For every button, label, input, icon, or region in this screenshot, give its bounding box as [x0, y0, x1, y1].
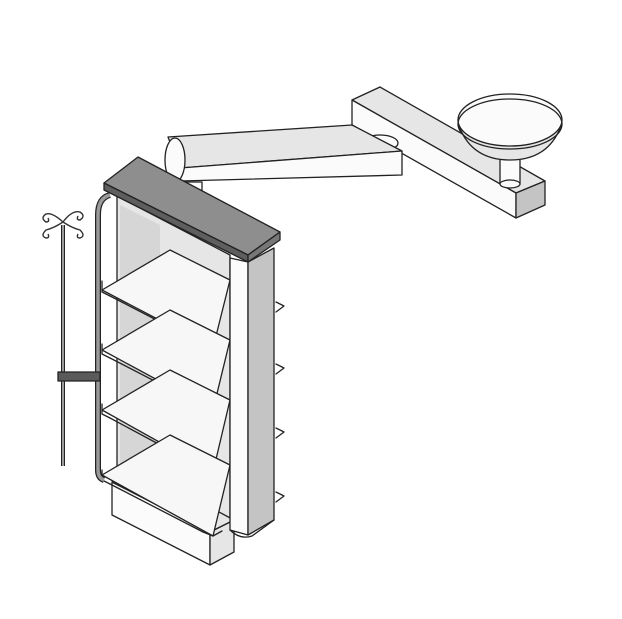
right-brackets — [275, 301, 285, 503]
lamp-head — [457, 93, 563, 161]
shelf-2-rail-left — [101, 343, 111, 359]
iv-hooks — [42, 211, 84, 239]
shelves — [101, 249, 231, 537]
iv-hook-lower-right — [62, 221, 84, 239]
pillar-front — [229, 257, 249, 536]
first-arm-segment — [164, 124, 403, 183]
column-top-slab — [103, 156, 281, 263]
iv-pole — [42, 192, 111, 483]
second-arm-end — [515, 180, 546, 219]
supply-column — [101, 156, 285, 566]
iv-hook-upper-right — [62, 211, 84, 223]
iv-rail-outline — [95, 192, 111, 483]
iv-hook-lower-left — [42, 221, 64, 239]
shelf-3-rail-left — [101, 403, 111, 419]
shelf-4-front-edge — [109, 483, 204, 533]
iv-pole-clamp — [57, 371, 101, 382]
boom-arm-assembly — [164, 86, 563, 219]
second-arm-segment — [351, 86, 546, 219]
lamp-dish-rim — [457, 98, 563, 150]
top-slab-side — [247, 231, 281, 263]
pillar-bottom-curve — [229, 519, 275, 538]
pillar-side — [247, 247, 275, 536]
lamp-dish-top — [457, 93, 563, 147]
right-bracket-4 — [275, 491, 285, 503]
lamp-post-base — [499, 179, 521, 189]
iv-rail — [96, 193, 111, 482]
right-bracket-2 — [275, 363, 285, 375]
column-pillar — [229, 247, 275, 538]
right-bracket-3 — [275, 427, 285, 439]
shelf-1-rail-left — [101, 280, 111, 297]
shelf-4-rail-right — [202, 530, 223, 537]
right-bracket-1 — [275, 301, 285, 313]
iv-hook-upper-left — [42, 212, 64, 223]
